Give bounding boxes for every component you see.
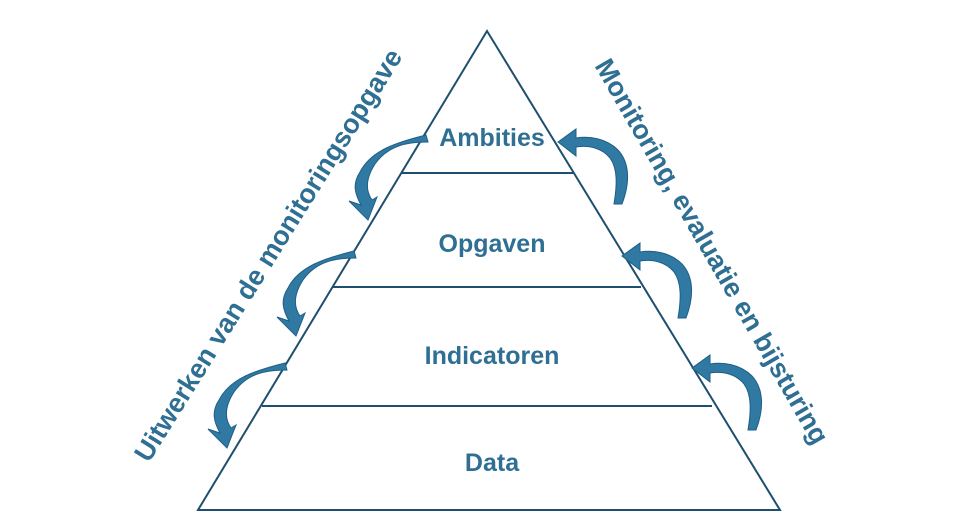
left-side-label: Uitwerken van de monitoringsopgave — [128, 44, 408, 467]
curved-arrow-down-icon — [276, 250, 357, 337]
right-side-label: Monitoring, evaluatie en bijsturing — [589, 54, 835, 450]
tier-label-opgaven: Opgaven — [439, 230, 546, 258]
tier-label-indicatoren: Indicatoren — [425, 342, 560, 370]
curved-arrow-up-icon — [691, 354, 762, 431]
tier-label-ambities: Ambities — [439, 124, 545, 152]
tier-label-data: Data — [465, 449, 520, 477]
curved-arrow-up-icon — [557, 128, 628, 205]
curved-arrow-up-icon — [621, 242, 692, 319]
pyramid-outline — [196, 29, 782, 511]
